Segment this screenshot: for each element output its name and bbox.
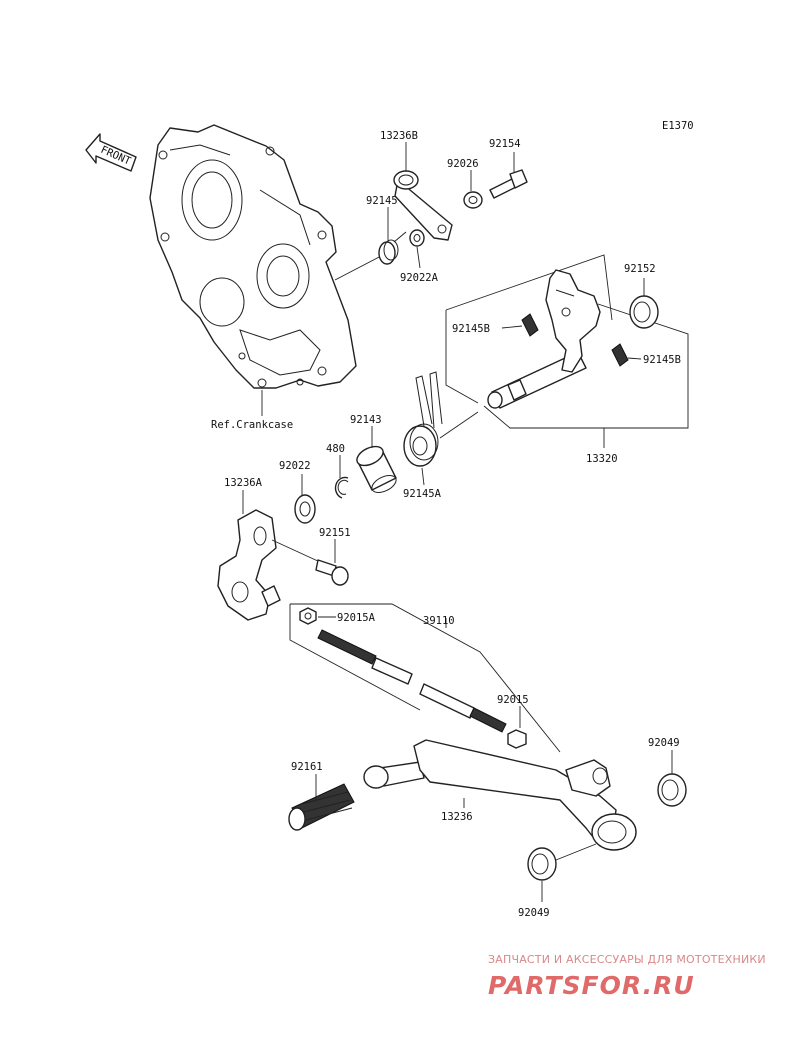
part-480-circlip — [334, 476, 349, 499]
part-39110-tie-rod — [317, 629, 507, 733]
part-92143-collar — [356, 445, 397, 493]
label-13236A: 13236A — [224, 477, 263, 489]
label-39110: 39110 — [423, 615, 455, 627]
part-92015A-nut — [299, 607, 317, 625]
part-92161-pedal-rubber — [288, 783, 355, 831]
part-13236B-lever — [393, 170, 453, 241]
part-13236-shift-pedal — [363, 739, 637, 851]
label-92152: 92152 — [624, 263, 656, 275]
label-92145B-right: 92145B — [643, 354, 681, 366]
crankcase-cover — [149, 124, 357, 389]
label-92049-bottom: 92049 — [518, 907, 550, 919]
label-92151: 92151 — [319, 527, 351, 539]
label-92143: 92143 — [350, 414, 382, 426]
label-92161: 92161 — [291, 761, 323, 773]
label-92145B-left: 92145B — [452, 323, 490, 335]
part-92145A-return-spring — [403, 371, 443, 467]
part-92154-bolt — [489, 169, 528, 199]
part-92145B-spring-right — [611, 343, 629, 367]
part-92145-spring — [378, 231, 407, 265]
label-92154: 92154 — [489, 138, 521, 150]
label-92026: 92026 — [447, 158, 479, 170]
watermark-tagline: ЗАПЧАСТИ И АКСЕССУАРЫ ДЛЯ МОТОТЕХНИКИ — [488, 953, 766, 966]
part-92049-bushing-top — [657, 773, 687, 807]
front-arrow-icon: FRONT — [85, 133, 137, 172]
label-13236: 13236 — [441, 811, 473, 823]
label-13320: 13320 — [586, 453, 618, 465]
label-92015A: 92015A — [337, 612, 376, 624]
watermark-brand: PARTSFOR.RU — [488, 971, 695, 1000]
ref-crankcase-label: Ref.Crankcase — [211, 419, 293, 431]
label-480: 480 — [326, 443, 345, 455]
diagram-code: E1370 — [662, 120, 694, 132]
label-92022: 92022 — [279, 460, 311, 472]
label-92145: 92145 — [366, 195, 398, 207]
part-92015-nut — [507, 729, 527, 749]
label-92049-top: 92049 — [648, 737, 680, 749]
part-13320-shift-shaft — [487, 269, 601, 409]
part-92145B-spring-left — [521, 313, 539, 337]
part-13236A-lever — [217, 509, 281, 621]
part-92022-washer — [294, 494, 316, 524]
label-92015: 92015 — [497, 694, 529, 706]
label-13236B: 13236B — [380, 130, 418, 142]
part-92026-washer — [463, 191, 483, 209]
label-92022A: 92022A — [400, 272, 439, 284]
part-92152-oil-seal — [629, 295, 659, 329]
label-92145A: 92145A — [403, 488, 442, 500]
part-92151-bolt — [315, 559, 349, 586]
part-92022A-washer — [409, 229, 425, 247]
part-92049-bushing-bottom — [527, 847, 557, 881]
